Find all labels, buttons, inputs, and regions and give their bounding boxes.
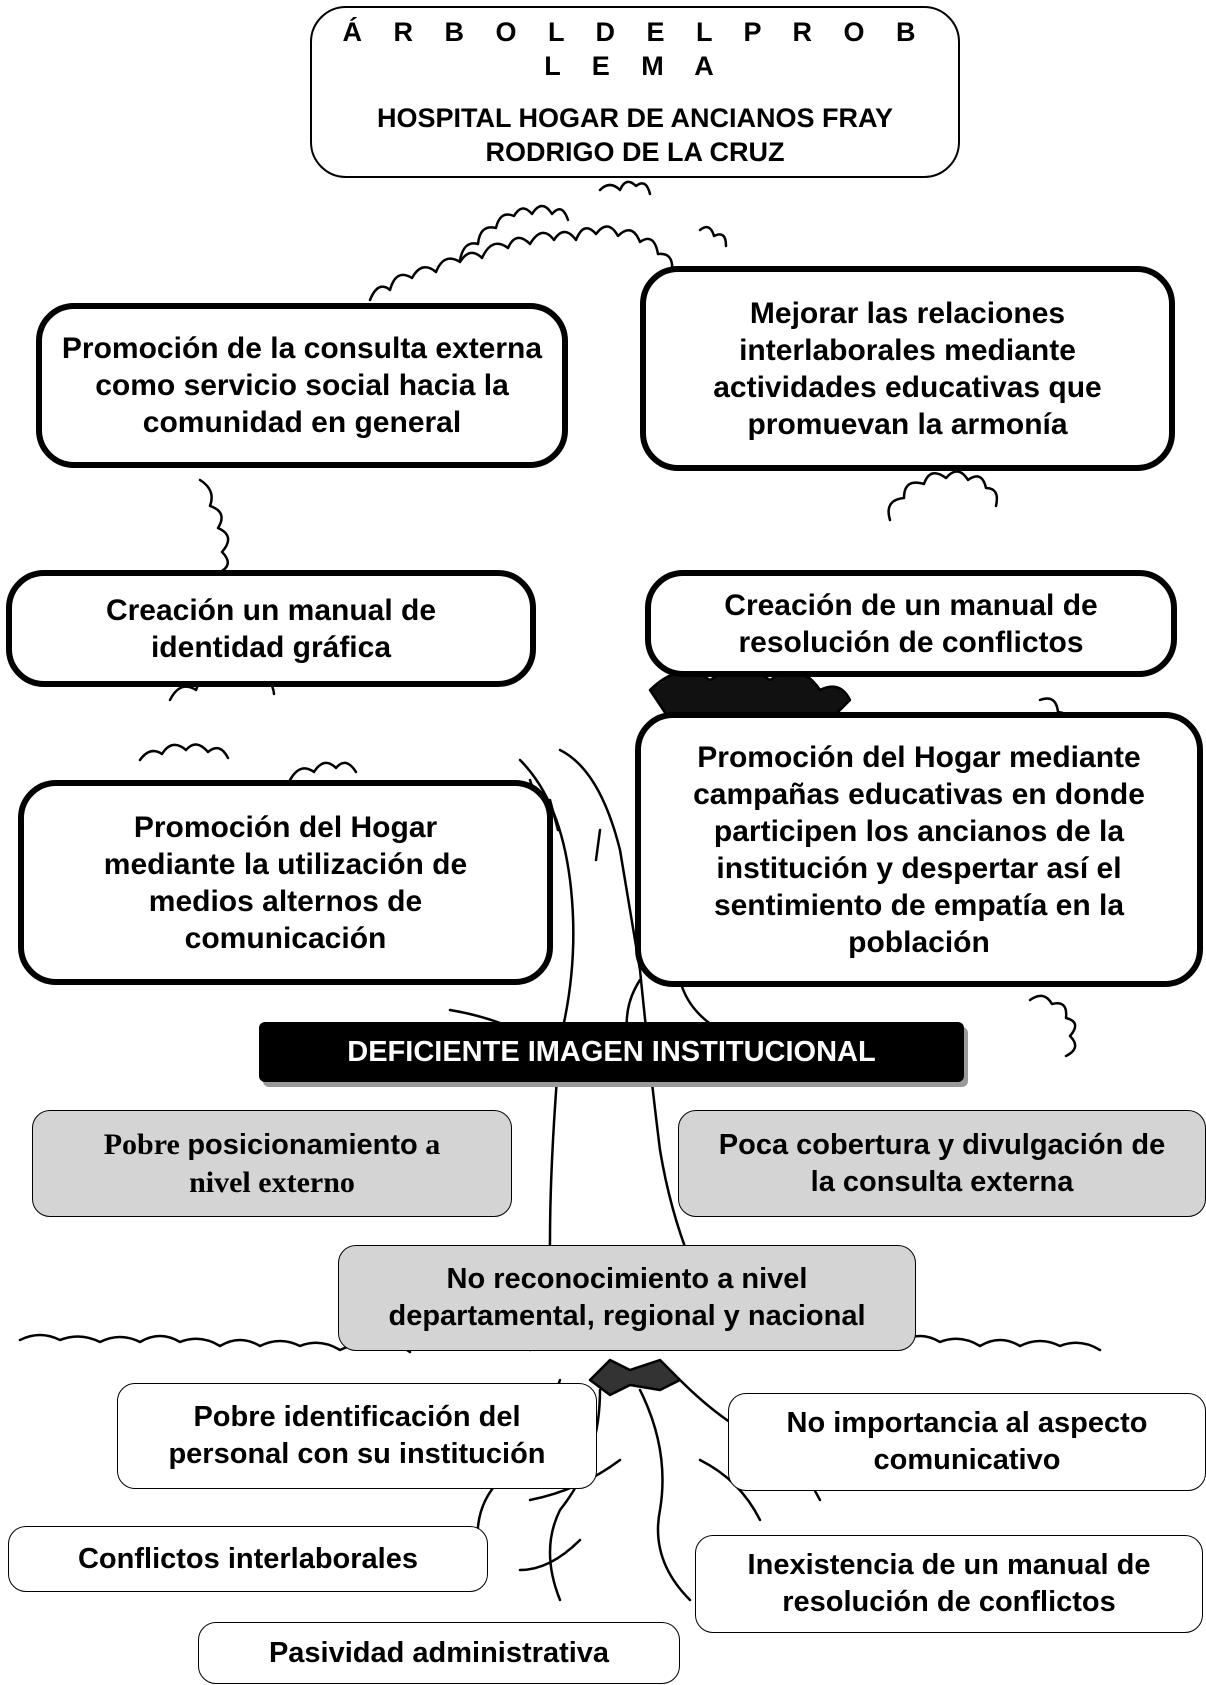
foliage-top-2 [458, 204, 570, 262]
solution-mejorar-relaciones: Mejorar las relaciones interlaborales me… [640, 266, 1175, 471]
cause-text: Pasividad administrativa [268, 1636, 610, 1669]
solution-text: Promoción del Hogar mediante la utilizac… [103, 810, 468, 955]
solution-promocion-consulta: Promoción de la consulta externa como se… [36, 303, 568, 468]
branch-left-3 [138, 743, 358, 782]
cause-text: No importancia al aspecto comunicativo [786, 1407, 1148, 1476]
effect-text-part2: posicionamiento [187, 1129, 418, 1161]
effect-text: No reconocimiento a nivel departamental,… [388, 1263, 866, 1332]
solution-text: Mejorar las relaciones interlaborales me… [713, 296, 1102, 441]
root-hatch [588, 1358, 682, 1397]
cause-text: Pobre identificación del personal con su… [168, 1401, 546, 1470]
solution-manual-identidad: Creación un manual de identidad gráfica [6, 570, 536, 687]
effect-text: Poca cobertura y divulgación de la consu… [718, 1128, 1166, 1198]
cause-pasividad: Pasividad administrativa [198, 1622, 680, 1684]
solution-campanas-educativas: Promoción del Hogar mediante campañas ed… [635, 712, 1203, 987]
cause-comunicativo: No importancia al aspecto comunicativo [728, 1393, 1206, 1491]
cause-text: Conflictos interlaborales [77, 1542, 418, 1575]
cause-identificacion: Pobre identificación del personal con su… [117, 1383, 597, 1489]
branch-left-1 [198, 478, 230, 576]
solution-medios-alternos: Promoción del Hogar mediante la utilizac… [18, 780, 553, 985]
trunk-right [558, 748, 692, 1262]
effect-text: Pobre posicionamiento a nivel externo [83, 1126, 461, 1201]
title-box: Á R B O L D E L P R O B L E M A HOSPITAL… [310, 6, 960, 178]
solution-text: Creación de un manual de resolución de c… [724, 588, 1098, 659]
diagram-subtitle: HOSPITAL HOGAR DE ANCIANOS FRAY RODRIGO … [376, 103, 894, 167]
effect-reconocimiento: No reconocimiento a nivel departamental,… [338, 1245, 916, 1351]
solution-text: Promoción de la consulta externa como se… [61, 332, 543, 439]
central-problem: DEFICIENTE IMAGEN INSTITUCIONAL [259, 1022, 964, 1082]
solution-manual-conflictos: Creación de un manual de resolución de c… [645, 570, 1177, 677]
diagram-title: Á R B O L D E L P R O B L E M A [342, 17, 928, 81]
solution-text: Promoción del Hogar mediante campañas ed… [693, 740, 1145, 959]
cause-conflictos: Conflictos interlaborales [8, 1526, 488, 1592]
effect-cobertura: Poca cobertura y divulgación de la consu… [678, 1110, 1206, 1217]
foliage-top-3 [598, 180, 728, 248]
effect-text-part1: Pobre [103, 1128, 188, 1161]
solution-text: Creación un manual de identidad gráfica [105, 593, 437, 664]
foliage-top [368, 225, 674, 302]
central-problem-text: DEFICIENTE IMAGEN INSTITUCIONAL [347, 1035, 876, 1068]
effect-text-part3: a nivel externo [189, 1128, 441, 1199]
effect-posicionamiento: Pobre posicionamiento a nivel externo [32, 1110, 512, 1217]
cause-manual-inexistente: Inexistencia de un manual de resolución … [695, 1535, 1203, 1633]
cause-text: Inexistencia de un manual de resolución … [747, 1549, 1151, 1618]
branch-right-1 [887, 470, 999, 522]
